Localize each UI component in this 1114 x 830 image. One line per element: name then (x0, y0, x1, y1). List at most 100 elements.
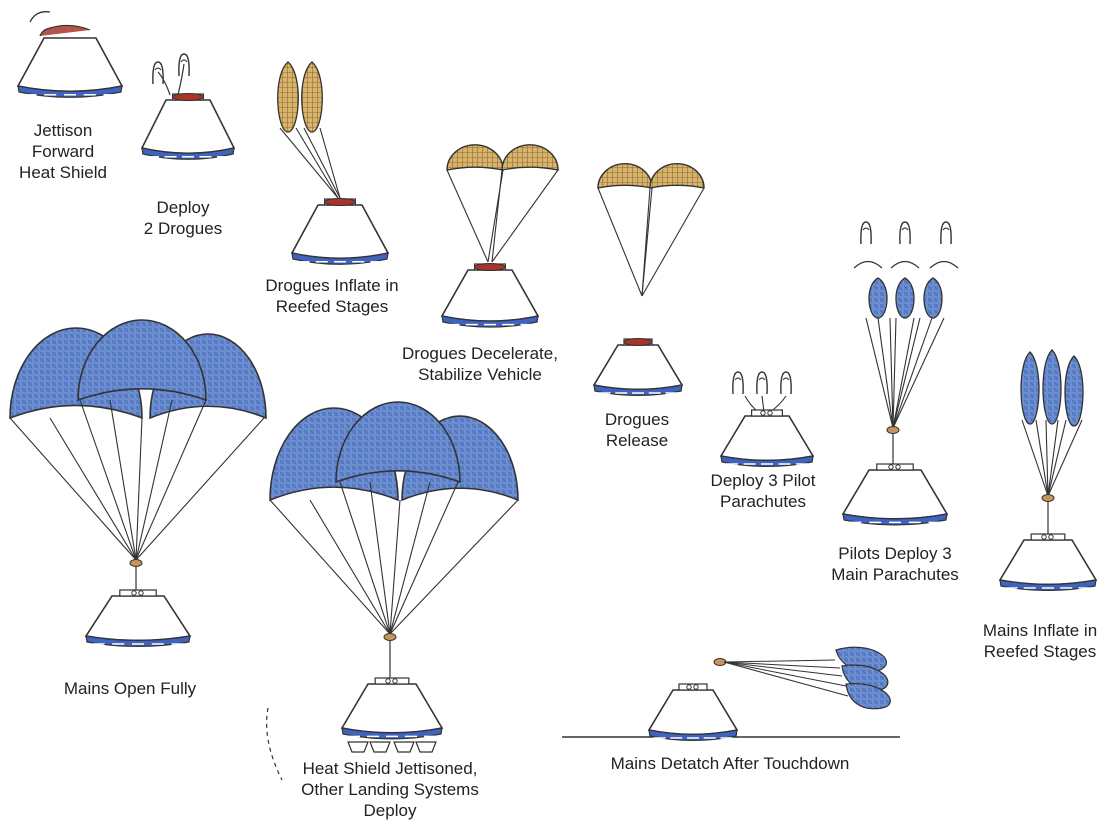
suspension-line (893, 318, 896, 428)
label-line: Deploy (128, 197, 238, 218)
pilot-chute-vent (759, 378, 765, 380)
capsule-top (877, 464, 913, 470)
suspension-line (642, 188, 650, 296)
suspension-line (492, 170, 558, 262)
label-line: Drogues Inflate in (252, 275, 412, 296)
suspension-line (270, 500, 390, 634)
pilot-chute (941, 222, 951, 244)
drogue-canopy (598, 164, 652, 188)
label-line: Reefed Stages (252, 296, 412, 317)
pilot-chute (900, 222, 910, 244)
step-label-mains-open-fully: Mains Open Fully (30, 678, 230, 699)
pilot-chute (733, 372, 743, 394)
step-label-heat-shield-jettisoned: Heat Shield Jettisoned, Other Landing Sy… (280, 758, 500, 821)
forward-shield-cover (40, 25, 90, 36)
label-line: Stabilize Vehicle (385, 364, 575, 385)
drogue-riser (158, 72, 170, 95)
capsule-body (843, 470, 947, 519)
suspension-line (136, 418, 264, 560)
label-line: Reefed Stages (970, 641, 1110, 662)
label-line: Other Landing Systems (280, 779, 500, 800)
figure-mains-detatch (562, 647, 900, 740)
pilot-chute-vent (155, 68, 161, 70)
cover-line (30, 12, 50, 22)
capsule-body (86, 596, 190, 640)
riser-ring (130, 560, 142, 567)
step-label-drogues-release: Drogues Release (592, 409, 682, 451)
capsule-body (142, 100, 234, 153)
forward-shield-cover (624, 339, 652, 346)
label-line: Heat Shield (18, 162, 108, 183)
pilot-chute-vent (181, 60, 187, 62)
pilot-chute-vent (863, 228, 869, 230)
label-line: Mains Inflate in (970, 620, 1110, 641)
reefed-canopy (896, 278, 914, 318)
label-line: Parachutes (693, 491, 833, 512)
capsule-body (1000, 540, 1096, 584)
pilot-chute (153, 62, 163, 84)
label-line: Mains Detatch After Touchdown (575, 753, 885, 774)
capsule-body (649, 690, 737, 734)
forward-shield-cover (173, 94, 204, 101)
reefed-canopy (278, 62, 299, 132)
figure-drogues-release (594, 164, 704, 396)
figure-deploy-3-pilot-parachutes (721, 372, 813, 466)
suspension-line (390, 500, 518, 634)
suspension-line (893, 318, 944, 428)
suspension-line (866, 318, 893, 428)
capsule-body (721, 416, 813, 460)
capsule-top (120, 590, 156, 596)
reefed-canopy (924, 278, 942, 318)
suspension-line (310, 500, 390, 634)
capsule-body (594, 345, 682, 389)
suspension-line (136, 400, 206, 560)
label-line: Forward (18, 141, 108, 162)
step-label-drogues-decelerate: Drogues Decelerate, Stabilize Vehicle (385, 343, 575, 385)
pilot-chute-vent (943, 228, 949, 230)
label-line: Drogues (592, 409, 682, 430)
step-label-pilots-deploy-3-main-parachutes: Pilots Deploy 3 Main Parachutes (815, 543, 975, 585)
capsule-body (342, 684, 442, 733)
landing-bag (394, 742, 414, 752)
drogue-canopy (650, 164, 704, 188)
suspension-line (447, 170, 488, 262)
landing-bag (370, 742, 390, 752)
figure-mains-open-fully (10, 320, 266, 646)
landing-bag (416, 742, 436, 752)
reefed-canopy (1043, 350, 1061, 424)
capsule-top (679, 684, 707, 690)
step-label-deploy-3-pilot-parachutes: Deploy 3 Pilot Parachutes (693, 470, 833, 512)
capsule-top (752, 410, 783, 416)
pilot-chute (861, 222, 871, 244)
suspension-line (10, 418, 136, 560)
suspension-line (1022, 420, 1048, 496)
drogue-canopy (447, 145, 503, 170)
figure-deploy-2-drogues (142, 54, 234, 159)
suspension-line (893, 318, 914, 428)
suspension-line (370, 482, 390, 634)
label-line: Deploy 3 Pilot (693, 470, 833, 491)
capsule-body (292, 205, 388, 258)
suspension-line (893, 318, 932, 428)
suspension-line (340, 482, 390, 634)
suspension-line (642, 188, 704, 296)
label-line: Drogues Decelerate, (385, 343, 575, 364)
label-line: Release (592, 430, 682, 451)
landing-bag (348, 742, 368, 752)
capsule-top (375, 678, 409, 684)
label-line: Heat Shield Jettisoned, (280, 758, 500, 779)
pilot-chute-vent (902, 228, 908, 230)
capsule-body (442, 270, 538, 321)
step-label-jettison-forward-heat-shield: Jettison Forward Heat Shield (18, 120, 108, 183)
label-line: Pilots Deploy 3 (815, 543, 975, 564)
reefed-canopy (302, 62, 323, 132)
capsule-body (18, 38, 122, 91)
suspension-line (296, 128, 338, 198)
suspension-line (50, 418, 136, 560)
suspension-line (893, 318, 920, 428)
figure-jettison-forward-heat-shield (18, 12, 122, 98)
step-label-mains-detatch-after-touchdown: Mains Detatch After Touchdown (575, 753, 885, 774)
bag-arc (854, 262, 882, 269)
